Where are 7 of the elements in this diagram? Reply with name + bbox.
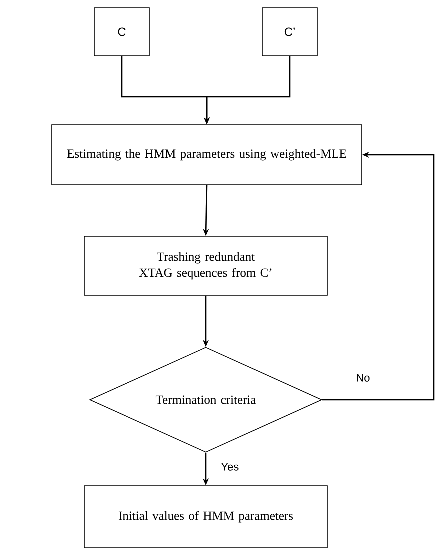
edge-label: No (355, 373, 372, 383)
process-box: Estimating the HMM parameters using weighted-MLE (52, 124, 362, 186)
source-box: C’ (262, 8, 318, 56)
edge-label: Yes (220, 462, 240, 472)
process-box: Trashing redundant XTAG sequences from C’ (84, 236, 328, 296)
source-box: C (94, 8, 150, 56)
process-box: Initial values of HMM parameters (84, 486, 328, 548)
